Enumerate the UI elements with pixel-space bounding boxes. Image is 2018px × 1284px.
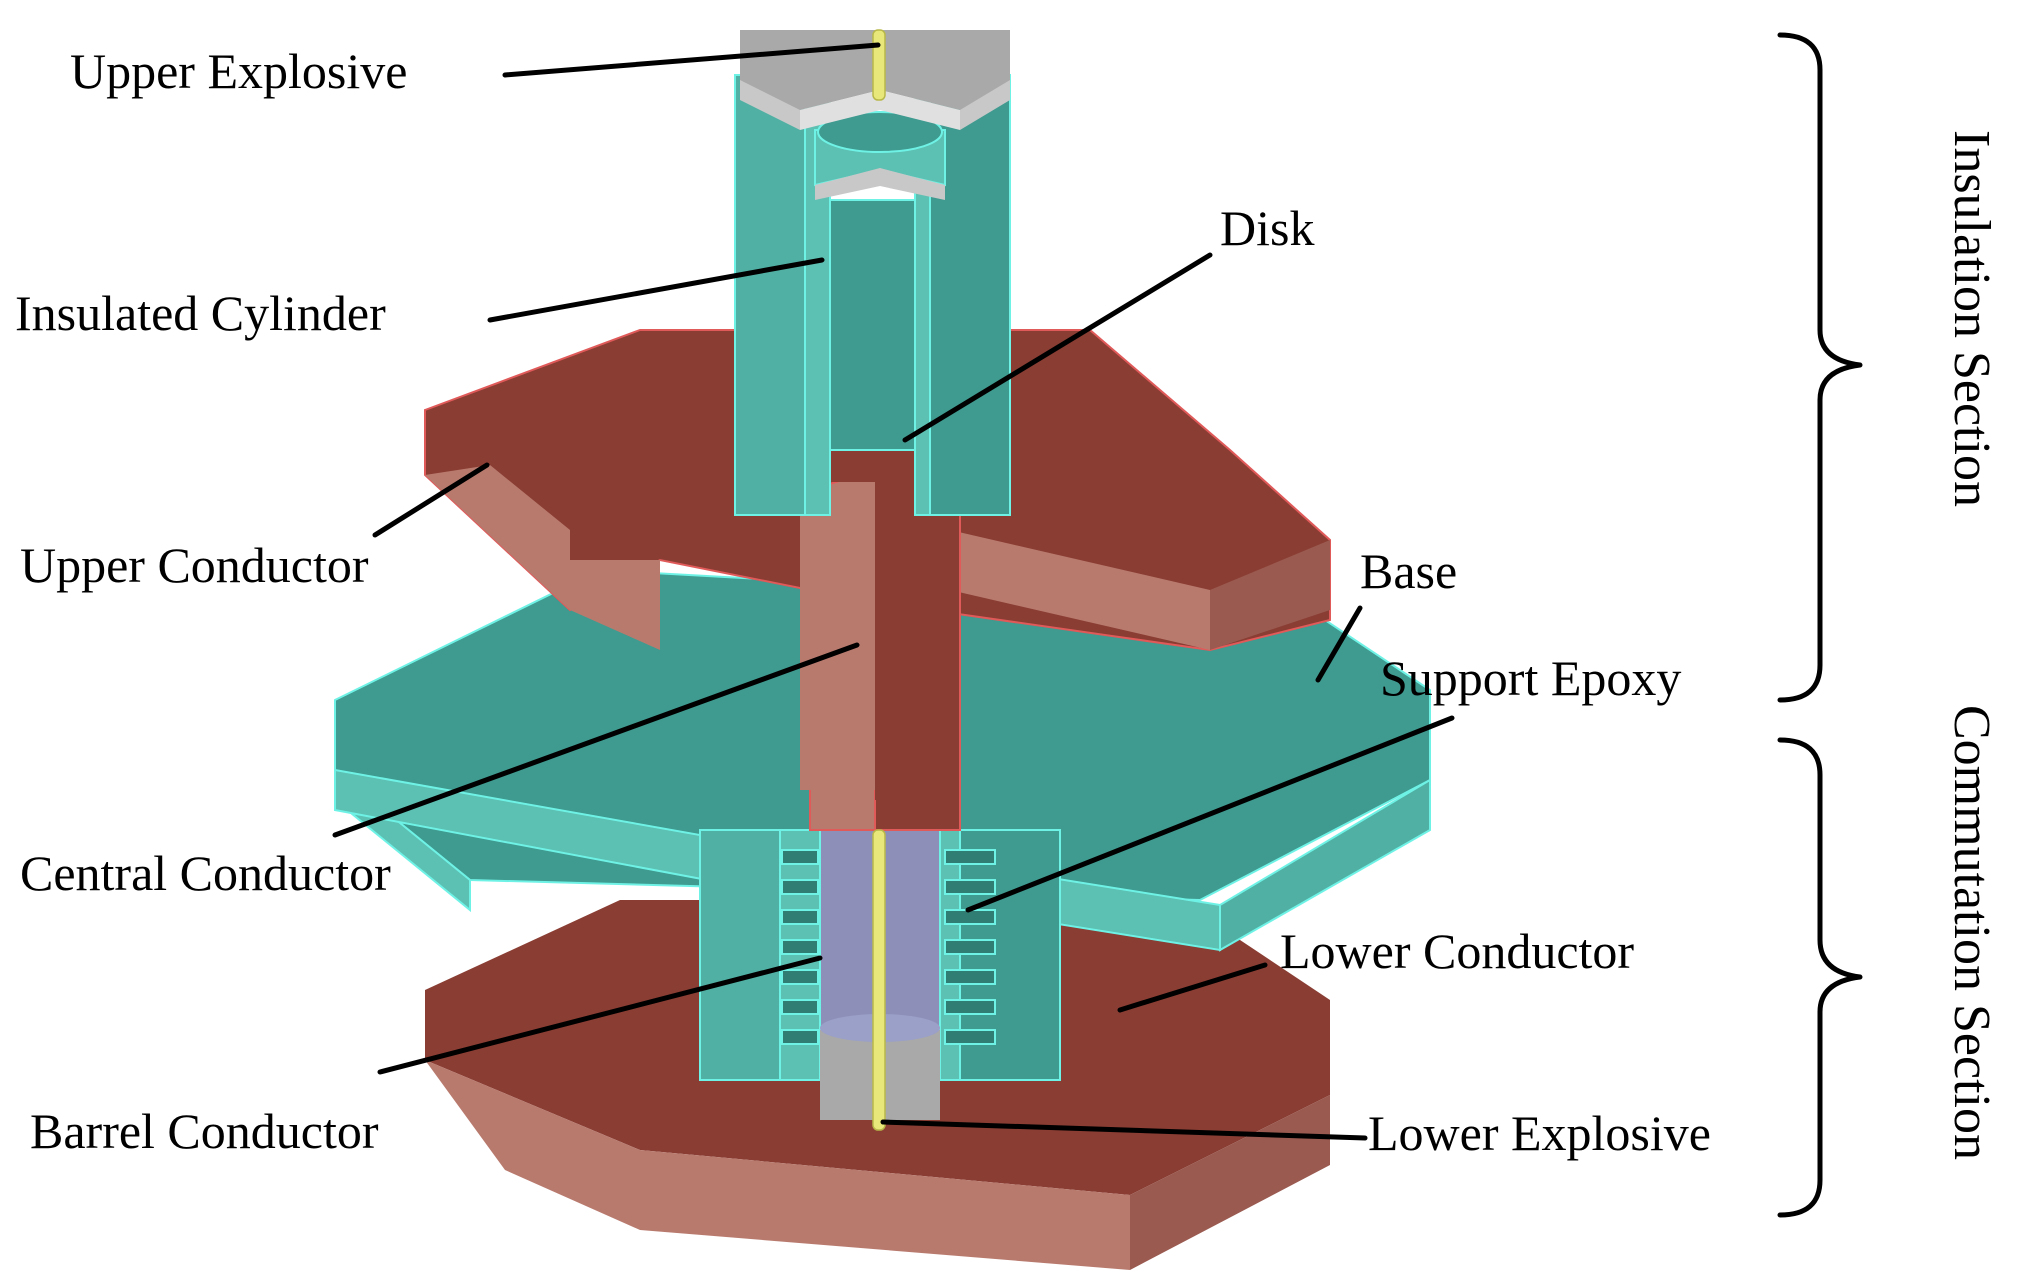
label-disk: Disk bbox=[1220, 200, 1314, 256]
label-lower-explosive: Lower Explosive bbox=[1368, 1105, 1711, 1161]
label-insulation-section: Insulation Section bbox=[1943, 130, 2000, 507]
leader-support-epoxy bbox=[965, 715, 1455, 913]
barrel-thread-right bbox=[944, 849, 996, 1045]
lower-plate-left-side bbox=[425, 990, 640, 1230]
label-upper-conductor: Upper Conductor bbox=[20, 537, 369, 593]
barrel-outer-left bbox=[699, 829, 781, 1081]
upper-plate-front-right bbox=[1210, 540, 1330, 650]
labels: Upper Explosive Insulated Cylinder Disk … bbox=[15, 43, 1711, 1161]
leader-barrel-conductor bbox=[377, 955, 823, 1075]
label-lower-conductor: Lower Conductor bbox=[1280, 923, 1634, 979]
upper-explosive-front-right bbox=[960, 80, 1010, 130]
label-insulated-cylinder: Insulated Cylinder bbox=[15, 285, 386, 341]
leader-upper-conductor bbox=[372, 462, 490, 538]
cylinder-cap-step bbox=[815, 168, 945, 200]
section-braces: Insulation Section Commutation Section bbox=[1777, 32, 2000, 1218]
insulated-cylinder bbox=[734, 74, 1011, 516]
base-right-side bbox=[1219, 778, 1431, 952]
barrel-thread-left bbox=[781, 849, 819, 1045]
cylinder-cap-ellipse bbox=[817, 111, 943, 153]
label-barrel-conductor: Barrel Conductor bbox=[30, 1103, 379, 1159]
cylinder-bore bbox=[829, 199, 916, 451]
leader-lower-explosive bbox=[880, 1119, 1368, 1141]
label-commutation-section: Commutation Section bbox=[1943, 705, 2000, 1160]
upper-explosive-front-left bbox=[740, 80, 800, 130]
disk-side bbox=[830, 452, 930, 482]
upper-plate-left-side bbox=[425, 410, 570, 610]
leader-insulated-cylinder bbox=[487, 257, 825, 323]
leader-lines bbox=[332, 42, 1455, 1141]
central-collar-left bbox=[800, 475, 875, 790]
upper-plate-front-left bbox=[570, 560, 660, 650]
label-base: Base bbox=[1360, 543, 1457, 599]
upper-detonator-wire bbox=[872, 29, 886, 101]
leader-central-conductor bbox=[332, 642, 860, 838]
cylinder-left-wall bbox=[734, 74, 806, 516]
lower-detonator-wire bbox=[872, 829, 886, 1131]
insulation-brace bbox=[1777, 32, 1863, 703]
label-central-conductor: Central Conductor bbox=[20, 845, 391, 901]
lower-plate-right-side bbox=[1130, 1095, 1330, 1270]
central-collar-right bbox=[875, 470, 955, 800]
label-support-epoxy: Support Epoxy bbox=[1380, 650, 1681, 706]
leader-lower-conductor bbox=[1117, 962, 1268, 1013]
upper-plate-front bbox=[950, 530, 1210, 650]
leader-upper-explosive bbox=[502, 42, 881, 78]
commutation-brace bbox=[1777, 737, 1863, 1218]
leader-disk bbox=[902, 252, 1213, 443]
upper-explosive-notch bbox=[800, 90, 960, 130]
leader-base bbox=[1315, 605, 1363, 683]
label-upper-explosive: Upper Explosive bbox=[70, 43, 407, 99]
lower-plate-front bbox=[640, 1150, 1130, 1270]
